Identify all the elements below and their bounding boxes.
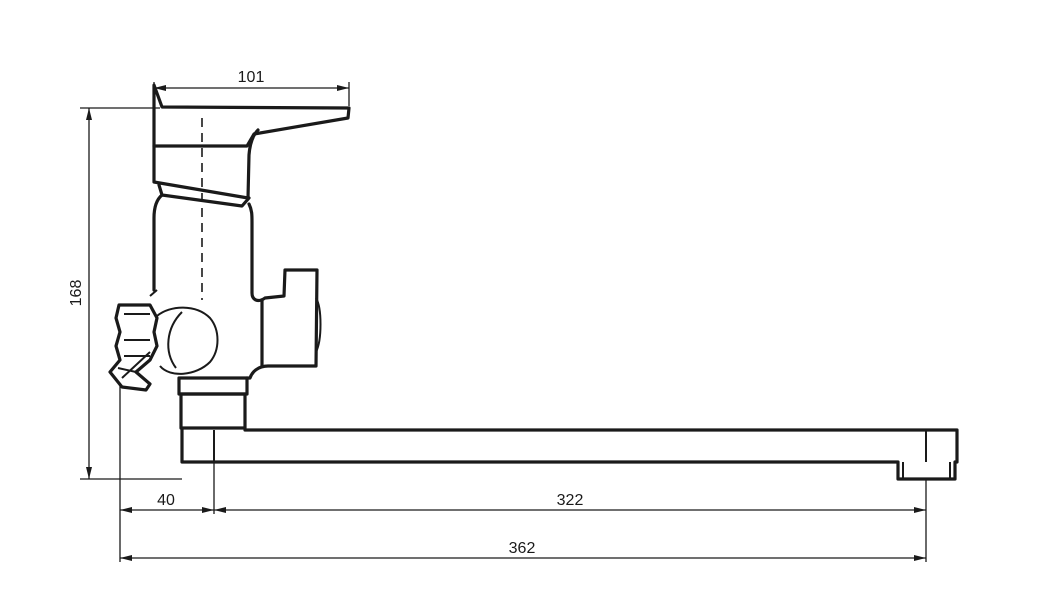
dim-label-spout-reach: 322 xyxy=(557,492,584,509)
inlet-connection xyxy=(108,289,219,392)
dim-handle-width xyxy=(153,82,350,106)
dim-spout-reach xyxy=(214,507,926,513)
dim-label-inlet-offset: 40 xyxy=(157,492,175,509)
swivel-nut xyxy=(177,376,249,430)
faucet-outline xyxy=(108,83,959,481)
dim-label-height: 168 xyxy=(68,280,85,307)
dim-label-handle-width: 101 xyxy=(238,69,265,86)
dim-total-length xyxy=(120,555,926,561)
spout-pipe xyxy=(180,426,959,481)
dim-label-total-length: 362 xyxy=(509,540,536,557)
dim-height xyxy=(80,107,182,480)
cartridge-body xyxy=(152,193,322,380)
dim-inlet-offset xyxy=(120,507,214,513)
lever-handle xyxy=(152,83,351,208)
dimension-lines xyxy=(80,82,927,562)
